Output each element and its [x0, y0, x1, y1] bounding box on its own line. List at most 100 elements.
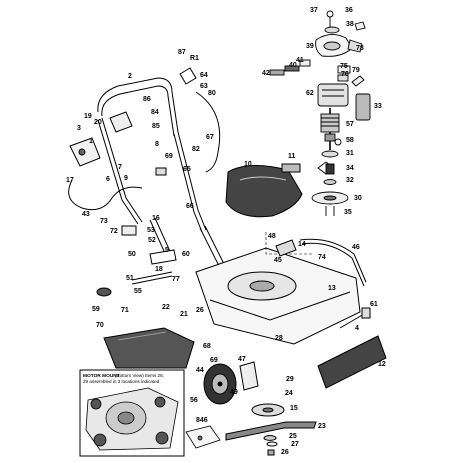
- callout-55: 55: [134, 288, 142, 295]
- callout-29: 29: [286, 376, 294, 383]
- callout-13: 13: [328, 285, 336, 292]
- callout-28: 28: [275, 335, 283, 342]
- callout-33: 33: [374, 103, 382, 110]
- callout-74: 74: [318, 254, 326, 261]
- callout-32: 32: [346, 177, 354, 184]
- washer-31: [321, 150, 339, 158]
- callout-19: 19: [84, 113, 92, 120]
- callout-60: 60: [182, 251, 190, 258]
- callout-67: 67: [206, 134, 214, 141]
- motor-stack: [269, 10, 371, 216]
- clip-38: [354, 21, 366, 31]
- spacer-32: [323, 179, 337, 185]
- callout-43: 43: [82, 211, 90, 218]
- cover-33: [355, 93, 371, 121]
- callout-84: 84: [151, 109, 159, 116]
- callout-45: 45: [274, 257, 282, 264]
- front-plate-12: [317, 335, 387, 389]
- callout-40: 40: [289, 62, 297, 69]
- callout-52: 52: [148, 237, 156, 244]
- lower-handle-right: [199, 225, 226, 269]
- callout-17: 17: [66, 177, 74, 184]
- callout-11: 11: [288, 153, 296, 160]
- callout-14: 14: [298, 241, 306, 248]
- kit-846: [185, 425, 221, 449]
- callout-35: 35: [344, 209, 352, 216]
- inset-note-line2: 29 assembled in 3 locations indicated.: [83, 379, 161, 384]
- cable-clip-72: [121, 225, 137, 236]
- callout-47: 47: [238, 356, 246, 363]
- callout-48: 48: [268, 233, 276, 240]
- brush-holder-40: [299, 59, 311, 67]
- callout-44: 44: [196, 367, 204, 374]
- callout-27: 27: [291, 441, 299, 448]
- callout-8: 8: [155, 141, 159, 148]
- callout-37: 37: [310, 7, 318, 14]
- bracket-60: [149, 249, 177, 265]
- callout-6: 6: [106, 176, 110, 183]
- callout-30: 30: [354, 195, 362, 202]
- callout-22: 22: [162, 304, 170, 311]
- callout-16: 16: [152, 215, 160, 222]
- callout-82: 82: [192, 146, 200, 153]
- callout-80: 80: [208, 90, 216, 97]
- upper-handle-2: [97, 77, 179, 137]
- cable-80: [195, 91, 221, 173]
- callout-59: 59: [92, 306, 100, 313]
- handle-bracket-46: [299, 238, 367, 287]
- bolt-26: [267, 449, 275, 456]
- callout-46: 46: [352, 244, 360, 251]
- blade-23: [225, 421, 317, 441]
- callout-3: 3: [77, 125, 81, 132]
- callout-79: 79: [352, 67, 360, 74]
- callout-75: 75: [340, 63, 348, 70]
- bracket-79: [351, 75, 365, 87]
- callout-1: 1: [89, 138, 93, 145]
- callout-2: 2: [128, 73, 132, 80]
- callout-68: 68: [203, 343, 211, 350]
- callout-66: 66: [186, 203, 194, 210]
- wheel-bracket-47: [239, 361, 259, 391]
- top-screw-37: [326, 10, 334, 28]
- callout-77: 77: [172, 276, 180, 283]
- callout-4: 4: [355, 325, 359, 332]
- kit-label-846: 846: [196, 417, 208, 424]
- rear-flap-70: [103, 327, 195, 369]
- inset-heading: MOTOR MOUNT: [83, 373, 120, 379]
- handle-bar-left: [97, 117, 143, 225]
- washer-27: [266, 441, 278, 447]
- callout-85: 85: [152, 123, 160, 130]
- callout-34: 34: [346, 165, 354, 172]
- switch-box-3: [69, 137, 101, 167]
- callout-38: 38: [346, 21, 354, 28]
- callout-12: 12: [378, 361, 386, 368]
- callout-5: 5: [165, 247, 169, 254]
- callout-15: 15: [290, 405, 298, 412]
- motor-mount-30: [311, 191, 349, 205]
- rear-cover-10: [225, 163, 303, 218]
- fan-34: [317, 161, 335, 175]
- wheel-44: [203, 363, 237, 405]
- inset-note-line1: (Bottom View) Items 28,: [115, 373, 164, 378]
- bracket-14: [275, 239, 297, 257]
- callout-42: 42: [262, 70, 270, 77]
- callout-21: 21: [180, 311, 188, 318]
- callout-63: 63: [200, 83, 208, 90]
- callout-49: 49: [230, 389, 238, 396]
- callout-7: 7: [118, 164, 122, 171]
- bracket-78: [347, 39, 363, 53]
- brush-41: [269, 65, 300, 76]
- callout-51: 51: [126, 275, 134, 282]
- fan-15: [251, 403, 285, 417]
- callout-36: 36: [345, 7, 353, 14]
- callout-R1: R1: [190, 55, 199, 62]
- screw-35: [325, 206, 335, 216]
- callout-65: 65: [183, 166, 191, 173]
- callout-31: 31: [346, 150, 354, 157]
- callout-18: 18: [155, 266, 163, 273]
- callout-87: 87: [178, 49, 186, 56]
- cord-anchor-59: [96, 287, 112, 297]
- deck-13: [195, 247, 361, 345]
